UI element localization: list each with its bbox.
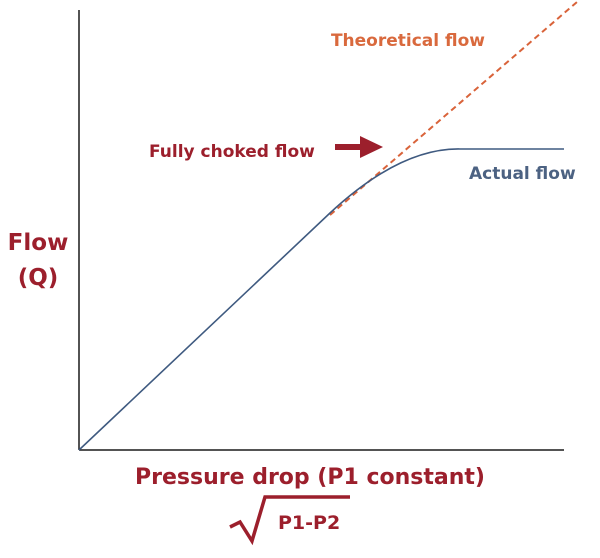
x-axis-label: Pressure drop (P1 constant)	[135, 465, 485, 490]
theoretical-flow-label: Theoretical flow	[331, 31, 485, 51]
actual-flow-curve	[78, 148, 564, 451]
y-axis-label-line2: (Q)	[18, 265, 59, 291]
actual-flow-label: Actual flow	[469, 164, 576, 184]
fully-choked-flow-label: Fully choked flow	[149, 142, 315, 162]
y-axis-label-line1: Flow	[8, 230, 69, 256]
sqrt-expression: P1-P2	[278, 512, 340, 534]
right-arrow-icon	[335, 136, 383, 158]
square-root-icon	[229, 495, 350, 546]
